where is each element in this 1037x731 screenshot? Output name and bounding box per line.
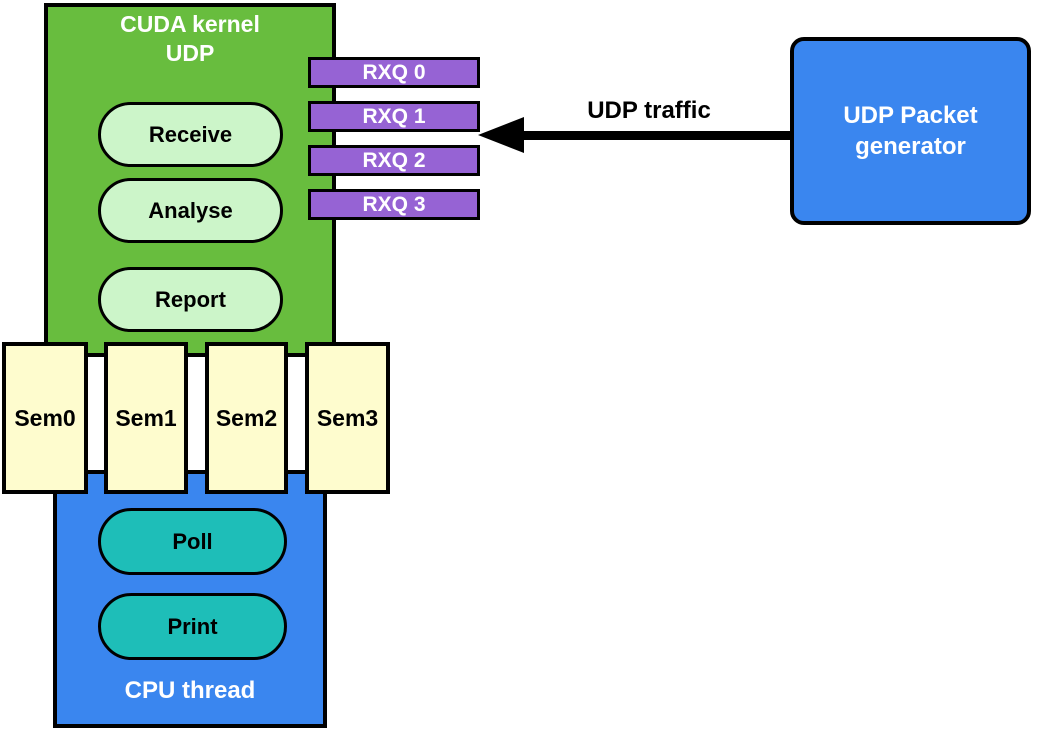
- rxq-label-3: RXQ 3: [362, 192, 426, 216]
- step-analyse: Analyse: [98, 178, 283, 243]
- step-print-label: Print: [167, 613, 218, 639]
- udp-packet-generator-title: UDP Packet generator: [843, 102, 978, 160]
- sem-label-3: Sem3: [316, 404, 379, 431]
- cuda-kernel-title: CUDA kernel UDP: [120, 11, 260, 66]
- udp-traffic-arrow-shaft: [512, 131, 792, 140]
- step-report: Report: [98, 267, 283, 332]
- cpu-thread-title: CPU thread: [124, 677, 256, 704]
- rxq-box-2: RXQ 2: [308, 145, 480, 176]
- udp-traffic-label: UDP traffic: [587, 97, 711, 124]
- rxq-box-3: RXQ 3: [308, 189, 480, 220]
- udp-traffic-arrowhead-icon: [478, 117, 524, 153]
- sem-label-0: Sem0: [14, 404, 76, 431]
- step-analyse-label: Analyse: [148, 197, 233, 223]
- sem-box-2: Sem2: [205, 342, 288, 494]
- rxq-label-2: RXQ 2: [362, 148, 426, 172]
- step-poll: Poll: [98, 508, 287, 575]
- sem-label-1: Sem1: [115, 404, 177, 431]
- step-print: Print: [98, 593, 287, 660]
- sem-box-1: Sem1: [104, 342, 188, 494]
- cuda-kernel-box: CUDA kernel UDP Receive Analyse Report: [44, 3, 336, 357]
- step-poll-label: Poll: [172, 528, 213, 554]
- sem-box-0: Sem0: [2, 342, 88, 494]
- step-report-label: Report: [155, 286, 226, 312]
- rxq-box-1: RXQ 1: [308, 101, 480, 132]
- udp-packet-generator-box: UDP Packet generator: [790, 37, 1031, 225]
- sem-label-2: Sem2: [215, 404, 278, 431]
- rxq-label-1: RXQ 1: [362, 104, 426, 128]
- cpu-thread-box: Poll Print CPU thread: [53, 470, 327, 728]
- sem-box-3: Sem3: [305, 342, 390, 494]
- rxq-box-0: RXQ 0: [308, 57, 480, 88]
- step-receive-label: Receive: [148, 121, 233, 147]
- rxq-label-0: RXQ 0: [362, 60, 426, 84]
- step-receive: Receive: [98, 102, 283, 167]
